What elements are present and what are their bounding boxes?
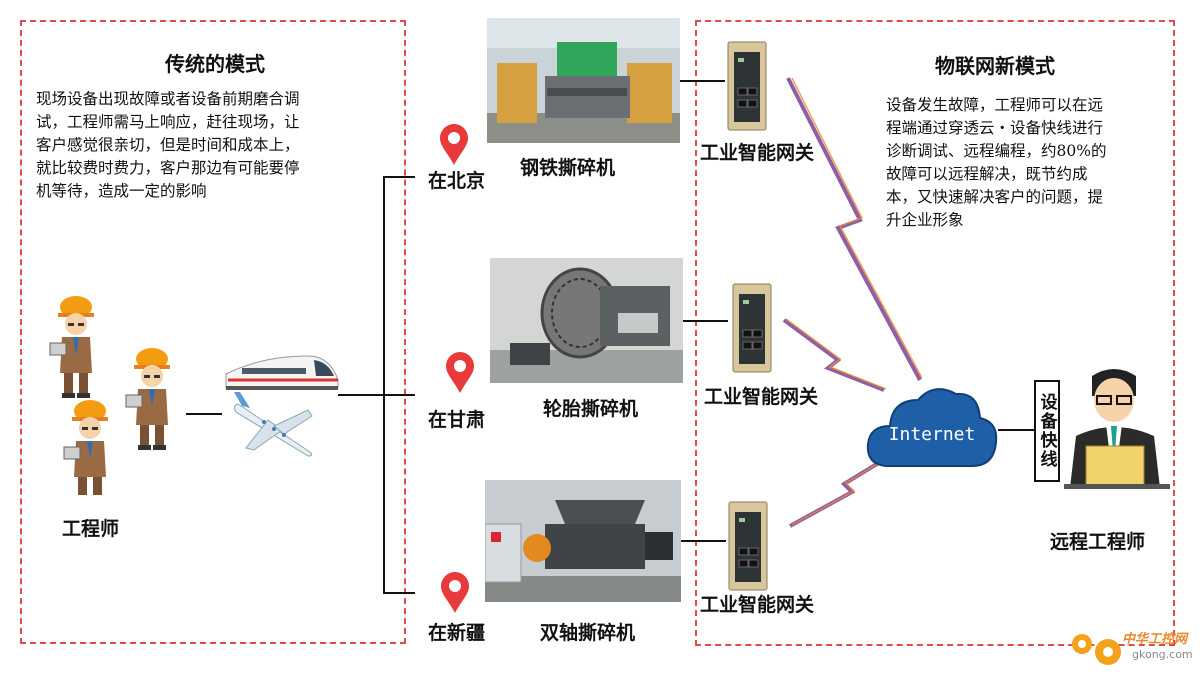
- airplane-icon: [233, 392, 313, 457]
- description-line: 设备发生故障，工程师可以在远: [886, 96, 1104, 114]
- connector-line: [383, 394, 415, 396]
- machine-label: 轮胎撕碎机: [543, 398, 639, 420]
- location-label: 在甘肃: [428, 409, 486, 431]
- traditional-mode-title: 传统的模式: [165, 52, 265, 76]
- remote-engineer-label: 远程工程师: [1050, 531, 1146, 553]
- description-line: 客户感觉很亲切，但是时间和成本上，: [36, 136, 300, 154]
- connector-line: [681, 540, 726, 542]
- traditional-mode-panel: [20, 20, 406, 644]
- remote-engineer-illustration: [1064, 369, 1170, 489]
- internet-label: Internet: [888, 424, 976, 445]
- description-line: 就比较费时费力，客户那边有可能要停: [36, 159, 300, 177]
- connector-line: [186, 413, 222, 415]
- wireless-link-bolt: [789, 454, 893, 528]
- iot-mode-description: 设备发生故障，工程师可以在远 程端通过穿透云・设备快线进行 诊断调试、远程编程，…: [886, 94, 1171, 232]
- connector-line: [998, 429, 1034, 431]
- description-line: 程端通过穿透云・设备快线进行: [886, 119, 1104, 137]
- industrial-gateway-icon: [728, 501, 768, 591]
- wireless-link-bolt: [786, 77, 923, 381]
- gateway-label: 工业智能网关: [700, 594, 815, 616]
- cloud-icon: [866, 388, 998, 467]
- gateway-label: 工业智能网关: [704, 386, 819, 408]
- description-line: 诊断调试、远程编程，约80%的: [886, 142, 1107, 160]
- connector-line: [383, 176, 415, 178]
- iot-mode-title: 物联网新模式: [935, 54, 1055, 78]
- device-line-box: 设备快线: [1034, 380, 1060, 482]
- twin-shaft-shredder-photo: [485, 480, 681, 602]
- iot-mode-panel: [695, 20, 1175, 646]
- tire-shredder-photo: [490, 258, 683, 383]
- steel-shredder-photo: [487, 18, 680, 143]
- connector-line: [338, 394, 384, 396]
- description-line: 升企业形象: [886, 211, 964, 229]
- engineers-illustration: [49, 295, 171, 495]
- description-line: 现场设备出现故障或者设备前期磨合调: [36, 90, 300, 108]
- device-line-label: 设备快线: [1036, 393, 1057, 469]
- description-line: 本，又快速解决客户的问题，提: [886, 188, 1104, 206]
- location-label: 在新疆: [428, 622, 486, 644]
- description-line: 试，工程师需马上响应，赶往现场，让: [36, 113, 300, 131]
- machine-label: 双轴撕碎机: [540, 622, 636, 644]
- train-icon: [225, 355, 339, 390]
- location-pin-icon: [440, 124, 468, 165]
- watermark-text: 中华工控网: [1122, 632, 1188, 647]
- gateway-label: 工业智能网关: [700, 142, 815, 164]
- machine-label: 钢铁撕碎机: [520, 157, 616, 179]
- industrial-gateway-icon: [727, 41, 767, 131]
- gear-icon: [1072, 634, 1121, 665]
- industrial-gateway-icon: [732, 283, 772, 373]
- watermark-url: gkong.com: [1132, 648, 1193, 661]
- location-pin-icon: [446, 352, 474, 393]
- connector-line: [383, 592, 415, 594]
- wireless-link-bolt: [782, 318, 887, 392]
- description-line: 故障可以远程解决，既节约成: [886, 165, 1088, 183]
- connector-line: [680, 80, 725, 82]
- traditional-mode-description: 现场设备出现故障或者设备前期磨合调 试，工程师需马上响应，赶往现场，让 客户感觉…: [36, 88, 381, 203]
- location-label: 在北京: [428, 170, 486, 192]
- location-pin-icon: [441, 572, 469, 613]
- description-line: 机等待，造成一定的影响: [36, 182, 207, 200]
- connector-line: [383, 176, 385, 594]
- engineer-label: 工程师: [62, 518, 120, 540]
- connector-line: [683, 320, 728, 322]
